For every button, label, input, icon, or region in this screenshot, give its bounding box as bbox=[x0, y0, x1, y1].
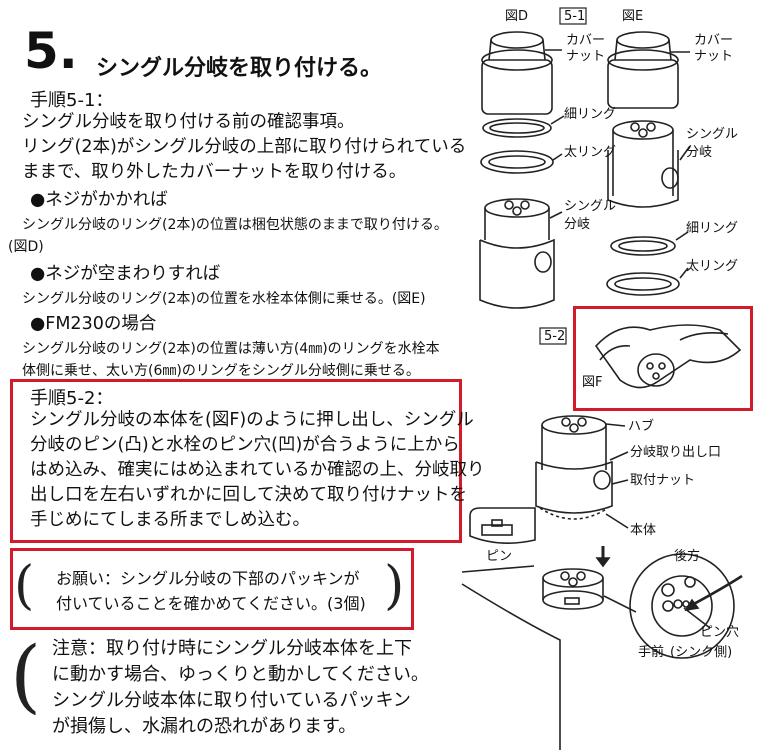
step-5-2-tag: 5-2 bbox=[544, 329, 565, 344]
case-2-text: シングル分岐のリング(2本)の位置を水栓本体側に乗せる。(図E) bbox=[22, 291, 426, 307]
text-line: 注意：取り付け時にシングル分岐本体を上下 bbox=[52, 638, 412, 659]
thick-ring-d-label: 太リング bbox=[564, 145, 616, 160]
main-assembly bbox=[535, 415, 629, 529]
rear-label: 後方 bbox=[674, 548, 700, 564]
text-line: シングル分岐の本体を(図F)のように押し出し、シングル bbox=[30, 410, 474, 430]
single-branch-d-label-1: シングル bbox=[564, 199, 616, 214]
step-5-1-tag: 5-1 bbox=[564, 9, 585, 24]
text-line: はめ込み、確実にはめ込まれているか確認の上、分岐取り bbox=[30, 460, 485, 480]
case-1-text: シングル分岐のリング(2本)の位置は梱包状態のままで取り付ける。 (図D) bbox=[8, 214, 448, 258]
thin-ring-e-label: 細リング bbox=[686, 221, 738, 236]
cover-nut-e-label-1: カバー bbox=[694, 33, 733, 48]
text-line: シングル分岐のリング(2本)の位置は梱包状態のままで取り付ける。 bbox=[22, 217, 448, 233]
step-5-2-label: 手順5-2： bbox=[30, 388, 114, 409]
case-1-heading: ●ネジがかかれば bbox=[30, 190, 168, 210]
pin-label: ピン bbox=[486, 549, 512, 564]
request-box bbox=[10, 548, 414, 630]
text-line: シングル分岐のリング(2本)の位置は薄い方(4㎜)のリングを水栓本 bbox=[22, 341, 440, 357]
single-branch-e-label-2: 分岐 bbox=[686, 145, 712, 160]
text-line: 付いていることを確かめてください。(3個) bbox=[56, 594, 366, 613]
single-branch-e-label-1: シングル bbox=[686, 127, 738, 142]
pin-inset bbox=[469, 507, 536, 544]
text-line: リング(2本)がシングル分岐の上部に取り付けられている bbox=[22, 137, 467, 157]
text-line: 分岐のピン(凸)と水栓のピン穴(凹)が合うように上から bbox=[30, 435, 460, 455]
single-branch-d-label-2: 分岐 bbox=[564, 217, 590, 232]
branch-outlet-label: 分岐取り出し口 bbox=[630, 445, 721, 460]
hub-label: ハブ bbox=[628, 418, 654, 434]
cover-nut-d-label-2: ナット bbox=[566, 49, 605, 64]
pin-hole-label: ピン穴 bbox=[700, 625, 739, 640]
text-line: が損傷し、水漏れの恐れがあります。 bbox=[52, 716, 357, 737]
fig-d-label: 図D bbox=[505, 9, 528, 24]
figure-f bbox=[594, 324, 742, 389]
faucet-base bbox=[461, 565, 604, 750]
section-number: 5. bbox=[24, 22, 78, 80]
case-3-text: シングル分岐のリング(2本)の位置は薄い方(4㎜)のリングを水栓本 体側に乗せ、… bbox=[22, 338, 440, 382]
step-5-1-label: 手順5-1： bbox=[30, 90, 114, 111]
thin-ring-d-label: 細リング bbox=[564, 107, 616, 122]
installation-diagrams: 図D 5-1 図E カバー ナット カバー ナット 細リング 太リング シングル… bbox=[461, 7, 743, 750]
text-line: に動かす場合、ゆっくりと動かしてください。 bbox=[52, 664, 429, 685]
cover-nut-e-label-2: ナット bbox=[694, 49, 733, 64]
mount-nut-label: 取付ナット bbox=[630, 473, 695, 488]
fig-e-label: 図E bbox=[622, 9, 643, 24]
main-body-label: 本体 bbox=[630, 523, 656, 538]
step-5-2-text: シングル分岐の本体を(図F)のように押し出し、シングル 分岐のピン(凸)と水栓の… bbox=[30, 408, 484, 533]
figure-e bbox=[606, 31, 680, 296]
fig-f-label: 図F bbox=[582, 375, 602, 390]
step-5-1-text: シングル分岐を取り付ける前の確認事項。 リング(2本)がシングル分岐の上部に取り… bbox=[22, 110, 466, 185]
sink-side-label: (シンク側) bbox=[670, 645, 732, 660]
front-label: 手前 bbox=[638, 644, 664, 660]
caution-note: 注意：取り付け時にシングル分岐本体を上下 に動かす場合、ゆっくりと動かしてくださ… bbox=[52, 636, 429, 740]
caution-left-bracket: ( bbox=[10, 629, 42, 722]
text-line: シングル分岐本体に取り付いているパッキン bbox=[52, 690, 411, 711]
text-line: ままで、取り外したカバーナットを取り付ける。 bbox=[22, 162, 407, 182]
case-3-heading: ●FM230の場合 bbox=[30, 314, 157, 334]
cover-nut-d-label-1: カバー bbox=[566, 33, 605, 48]
step-5-2-box bbox=[10, 379, 462, 543]
figure-f-box bbox=[573, 306, 753, 411]
text-line: お願い：シングル分岐の下部のパッキンが bbox=[56, 569, 360, 588]
top-view bbox=[603, 553, 743, 659]
left-bracket: ( bbox=[14, 556, 35, 616]
text-line: (図D) bbox=[8, 239, 44, 255]
text-line: シングル分岐を取り付ける前の確認事項。 bbox=[22, 112, 355, 132]
request-note: お願い：シングル分岐の下部のパッキンが 付いていることを確かめてください。(3個… bbox=[56, 566, 366, 616]
right-bracket: ) bbox=[384, 556, 405, 616]
text-line: 手じめにてしまる所までしめ込む。 bbox=[30, 510, 310, 530]
thick-ring-e-label: 太リング bbox=[686, 259, 738, 274]
case-2-heading: ●ネジが空まわりすれば bbox=[30, 264, 221, 284]
section-title: シングル分岐を取り付ける。 bbox=[96, 56, 383, 81]
text-line: 体側に乗せ、太い方(6㎜)のリングをシングル分岐側に乗せる。 bbox=[22, 363, 420, 379]
figure-d bbox=[479, 31, 555, 309]
text-line: 出し口を左右いずれかに回して決めて取り付けナットを bbox=[30, 485, 467, 505]
